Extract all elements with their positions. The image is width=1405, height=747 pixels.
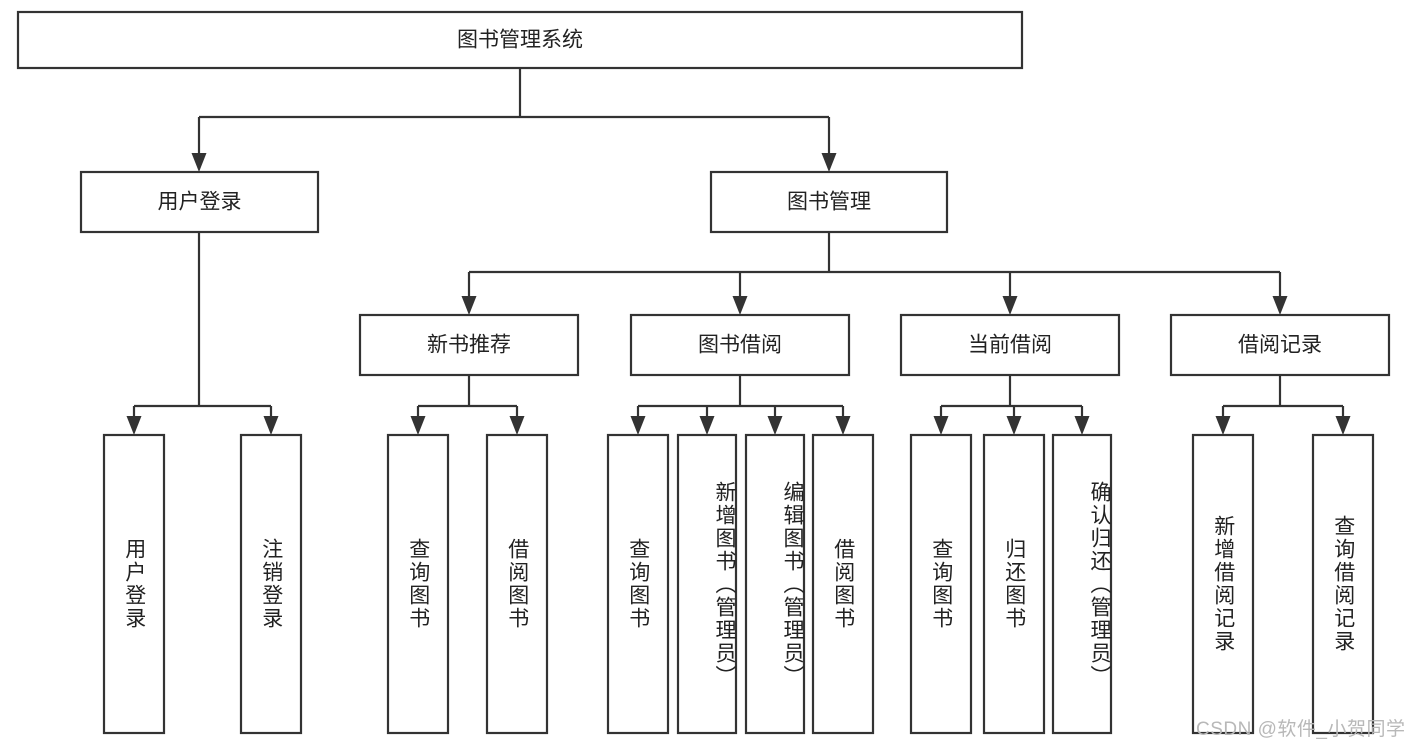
level2-label: 新书推荐 — [427, 334, 511, 357]
level2-label: 图书借阅 — [698, 334, 782, 357]
arrow-head-icon — [1335, 416, 1351, 435]
leaf-box[interactable] — [1191, 433, 1255, 735]
level2-box[interactable] — [358, 313, 580, 377]
arrow-head-icon — [1002, 296, 1018, 315]
root-label: 图书管理系统 — [457, 29, 583, 52]
leaf-box[interactable] — [386, 433, 450, 735]
level2-label: 借阅记录 — [1238, 334, 1322, 357]
arrow-head-icon — [410, 416, 426, 435]
leaf-box[interactable] — [1311, 433, 1375, 735]
arrow-head-icon — [630, 416, 646, 435]
arrow-head-icon — [821, 153, 837, 172]
arrow-head-icon — [263, 416, 279, 435]
level1-label: 图书管理 — [787, 191, 871, 214]
leaf-box[interactable] — [676, 433, 738, 735]
leaf-box[interactable] — [1051, 433, 1113, 735]
level1-box[interactable] — [79, 170, 320, 234]
arrow-head-icon — [732, 296, 748, 315]
boxes-layer — [16, 10, 1391, 735]
arrow-head-icon — [126, 416, 142, 435]
level2-box[interactable] — [899, 313, 1121, 377]
arrow-head-icon — [1272, 296, 1288, 315]
leaf-box[interactable] — [485, 433, 549, 735]
root-box[interactable] — [16, 10, 1024, 70]
arrow-head-icon — [835, 416, 851, 435]
arrow-head-icon — [509, 416, 525, 435]
arrow-head-icon — [1006, 416, 1022, 435]
arrow-head-icon — [1074, 416, 1090, 435]
arrow-head-icon — [767, 416, 783, 435]
arrow-head-icon — [933, 416, 949, 435]
arrow-head-icon — [461, 296, 477, 315]
leaf-box[interactable] — [811, 433, 875, 735]
level1-label: 用户登录 — [158, 191, 242, 214]
leaf-box[interactable] — [606, 433, 670, 735]
edges-layer — [126, 68, 1351, 435]
level2-box[interactable] — [629, 313, 851, 377]
leaf-box[interactable] — [909, 433, 973, 735]
arrow-head-icon — [1215, 416, 1231, 435]
arrow-head-icon — [699, 416, 715, 435]
level2-label: 当前借阅 — [968, 334, 1052, 357]
leaf-box[interactable] — [102, 433, 166, 735]
leaf-box[interactable] — [982, 433, 1046, 735]
arrow-head-icon — [191, 153, 207, 172]
level2-box[interactable] — [1169, 313, 1391, 377]
level1-box[interactable] — [709, 170, 949, 234]
leaf-box[interactable] — [239, 433, 303, 735]
leaf-box[interactable] — [744, 433, 806, 735]
csdn-watermark: CSDN @软件_小贺同学 — [1196, 719, 1405, 740]
